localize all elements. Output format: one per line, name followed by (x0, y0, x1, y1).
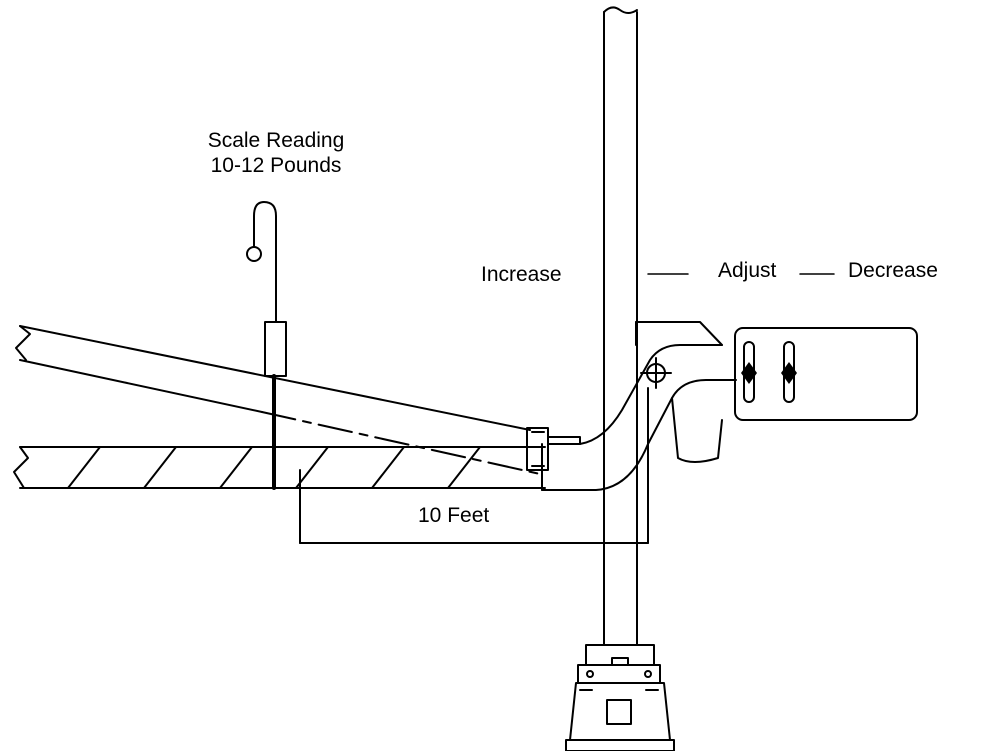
arm-stripes (67, 446, 481, 489)
increase-label: Increase (481, 263, 562, 286)
arm-clamp (526, 427, 581, 471)
mounting-bracket (541, 321, 737, 491)
scale-reading-line-1: Scale Reading (207, 129, 345, 152)
scale-reading-label: Scale Reading 10-12 Pounds (196, 128, 356, 178)
arm-horizontal-position (13, 446, 546, 489)
distance-label: 10 Feet (418, 504, 490, 527)
mast-base (565, 644, 675, 751)
scale-reading-line-2: 10-12 Pounds (210, 154, 342, 178)
counterweight-plate (734, 327, 918, 421)
pivot-icon (640, 357, 672, 389)
spring-scale (246, 201, 287, 490)
decrease-label: Decrease (848, 259, 938, 282)
mast (603, 6, 638, 646)
arm-raised-position (15, 325, 541, 475)
adjust-label: Adjust (718, 259, 777, 282)
distance-dimension (299, 387, 649, 544)
adjustment-bolt-icon (741, 362, 797, 384)
